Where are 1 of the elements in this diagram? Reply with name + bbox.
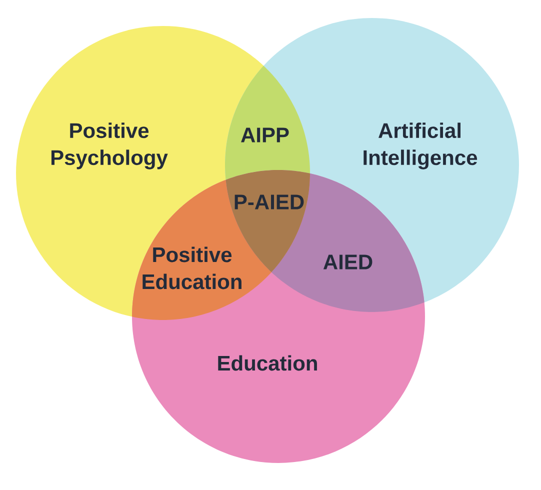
overlap-region: AIPP — [225, 66, 310, 180]
